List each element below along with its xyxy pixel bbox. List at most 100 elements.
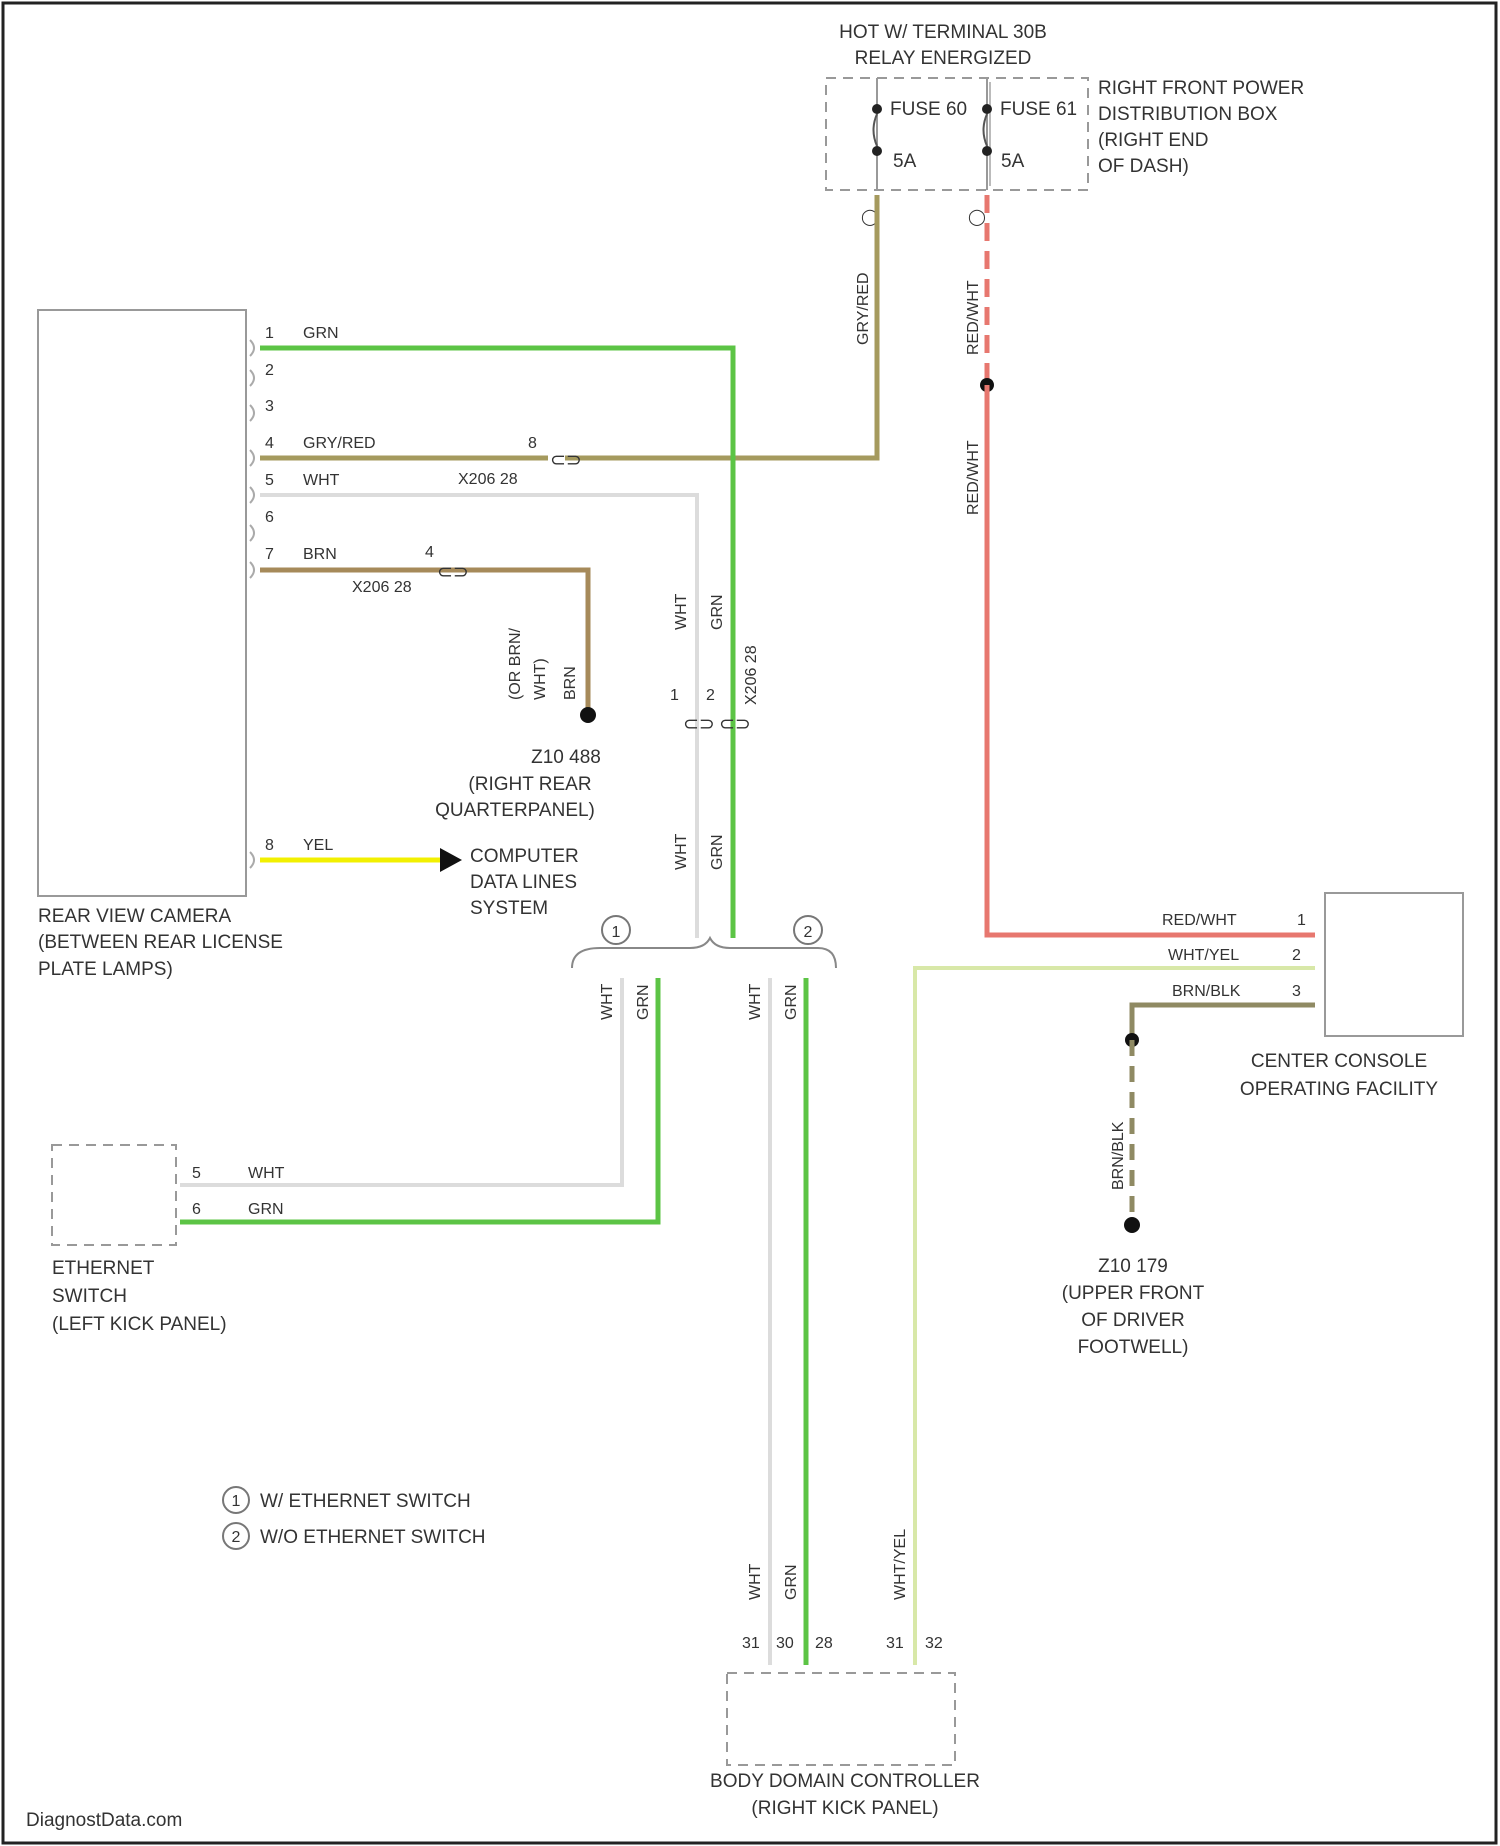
branch-1-num: 1 xyxy=(612,924,621,941)
camera-name-line1: REAR VIEW CAMERA xyxy=(38,906,232,927)
camera-name-line2: (BETWEEN REAR LICENSE xyxy=(38,932,283,953)
mid-wht-label: WHT xyxy=(673,593,690,630)
ground-rear: (OR BRN/ WHT) BRN Z10 488 (RIGHT REAR QU… xyxy=(435,627,601,821)
power-distribution-box: HOT W/ TERMINAL 30B RELAY ENERGIZED FUSE… xyxy=(826,22,1304,226)
ethernet-pin-b: 6 xyxy=(192,1201,201,1218)
wire-brn-blk xyxy=(1132,1005,1315,1040)
legend-1-num: 1 xyxy=(232,1493,241,1510)
bdc-box xyxy=(727,1673,955,1765)
pdb-name-line4: OF DASH) xyxy=(1098,156,1189,177)
camera-pin-4-color: GRY/RED xyxy=(303,435,376,452)
bdc-name-line1: BODY DOMAIN CONTROLLER xyxy=(710,1771,980,1792)
console-pin3-color: BRN/BLK xyxy=(1172,983,1241,1000)
camera-pin-5: 5 xyxy=(265,472,274,489)
console-name-line2: OPERATING FACILITY xyxy=(1240,1079,1438,1100)
computer-line2: DATA LINES xyxy=(470,872,577,893)
ground-rear-id: Z10 488 xyxy=(531,747,601,768)
console-pin1-color: RED/WHT xyxy=(1162,912,1237,929)
ethernet-name-line3: (LEFT KICK PANEL) xyxy=(52,1314,227,1335)
branch-2-num: 2 xyxy=(804,924,813,941)
wire-red-wht xyxy=(987,385,1315,935)
conn4-symbol: ⊂⊃ xyxy=(550,450,582,471)
fuse-61-terminal-top xyxy=(982,104,992,114)
branch-1-wht: WHT xyxy=(599,983,616,1020)
ground-front-id: Z10 179 xyxy=(1098,1256,1168,1277)
mid-wht-label-low: WHT xyxy=(673,833,690,870)
camera-name-line3: PLATE LAMPS) xyxy=(38,959,173,980)
camera-pin-4: 4 xyxy=(265,435,274,452)
mid-conn-id: X206 28 xyxy=(743,645,760,705)
hot-title-line2: RELAY ENERGIZED xyxy=(855,48,1032,69)
ethernet-name-line2: SWITCH xyxy=(52,1286,127,1307)
computer-data-lines: COMPUTER DATA LINES SYSTEM xyxy=(470,846,579,919)
fuse-60-label: FUSE 60 xyxy=(890,99,967,120)
bdc-pin-d: 31 xyxy=(886,1635,904,1652)
wire-red-wht-label-top: RED/WHT xyxy=(965,280,982,355)
fuse-61-rating: 5A xyxy=(1001,151,1025,172)
wire-gry-red xyxy=(565,195,877,458)
ground-front-line1: (UPPER FRONT xyxy=(1062,1283,1205,1304)
conn4-id: X206 28 xyxy=(458,471,518,488)
center-console: RED/WHT 1 WHT/YEL 2 BRN/BLK 3 CENTER CON… xyxy=(1162,893,1463,1100)
branch-2-wht: WHT xyxy=(747,983,764,1020)
pdb-conn-right: ◯ xyxy=(968,209,986,226)
ground-rear-line1: (RIGHT REAR xyxy=(468,774,591,795)
conn7-id: X206 28 xyxy=(352,579,412,596)
ground-rear-dot xyxy=(580,707,596,723)
ground-rear-line2: QUARTERPANEL) xyxy=(435,800,595,821)
ethernet-pin-a: 5 xyxy=(192,1165,201,1182)
ground-front-line3: FOOTWELL) xyxy=(1078,1337,1189,1358)
conn4-pin: 8 xyxy=(528,435,537,452)
camera-pin-3: 3 xyxy=(265,398,274,415)
bdc-wire-wht: WHT xyxy=(747,1563,764,1600)
wire-gry-red-top-label: GRY/RED xyxy=(855,272,872,345)
ethernet-pin-b-color: GRN xyxy=(248,1201,284,1218)
bdc-pin-b: 30 xyxy=(776,1635,794,1652)
bdc-name-line2: (RIGHT KICK PANEL) xyxy=(751,1798,938,1819)
pdb-outline xyxy=(826,78,1088,190)
fuse-60-rating: 5A xyxy=(893,151,917,172)
ethernet-name-line1: ETHERNET xyxy=(52,1258,155,1279)
ground-front-line2: OF DRIVER xyxy=(1081,1310,1184,1331)
body-domain-controller: WHT GRN WHT/YEL 31 30 28 31 32 BODY DOMA… xyxy=(710,1529,980,1819)
branch-2-grn: GRN xyxy=(783,984,800,1020)
mid-conn-symbol-b: ⊂⊃ xyxy=(719,714,751,735)
conn7-pin: 4 xyxy=(425,544,434,561)
bdc-wire-whtyel: WHT/YEL xyxy=(892,1529,909,1600)
hot-title-line1: HOT W/ TERMINAL 30B xyxy=(839,22,1047,43)
legend: 1 W/ ETHERNET SWITCH 2 W/O ETHERNET SWIT… xyxy=(223,1487,486,1549)
pdb-name-line1: RIGHT FRONT POWER xyxy=(1098,78,1304,99)
camera-pin-7: 7 xyxy=(265,546,274,563)
ground-rear-wire-line3: BRN xyxy=(562,666,579,700)
mid-grn-label: GRN xyxy=(709,594,726,630)
mid-conn-pin-a: 1 xyxy=(670,687,679,704)
camera-pin-1-color: GRN xyxy=(303,325,339,342)
camera-pin-6: 6 xyxy=(265,509,274,526)
ground-front-dot xyxy=(1124,1217,1140,1233)
pdb-name-line2: DISTRIBUTION BOX xyxy=(1098,104,1278,125)
wire-wht-ethernet xyxy=(180,978,622,1185)
ethernet-switch: 5 WHT 6 GRN ETHERNET SWITCH (LEFT KICK P… xyxy=(52,1145,285,1335)
fuse-61-terminal-bottom xyxy=(982,146,992,156)
ground-rear-wire-line2: WHT) xyxy=(532,658,549,700)
mid-conn-symbol-a: ⊂⊃ xyxy=(683,714,715,735)
wire-red-wht-label-mid: RED/WHT xyxy=(965,440,982,515)
camera-pin-5-color: WHT xyxy=(303,472,340,489)
console-pin2: 2 xyxy=(1292,947,1301,964)
arrow-computer-data xyxy=(440,848,462,872)
computer-line1: COMPUTER xyxy=(470,846,579,867)
mid-grn-label-low: GRN xyxy=(709,834,726,870)
console-box xyxy=(1325,893,1463,1036)
computer-line3: SYSTEM xyxy=(470,898,548,919)
branch-1-grn: GRN xyxy=(635,984,652,1020)
bdc-wire-grn: GRN xyxy=(783,1564,800,1600)
watermark: DiagnostData.com xyxy=(26,1810,182,1831)
ground-rear-wire-line1: (OR BRN/ xyxy=(507,627,524,700)
camera-pin-8: 8 xyxy=(265,837,274,854)
fuse-60-terminal-top xyxy=(872,104,882,114)
ethernet-switch-box xyxy=(52,1145,176,1245)
legend-2-text: W/O ETHERNET SWITCH xyxy=(260,1527,486,1548)
conn7-symbol: ⊂⊃ xyxy=(437,562,469,583)
bdc-pin-a: 31 xyxy=(742,1635,760,1652)
